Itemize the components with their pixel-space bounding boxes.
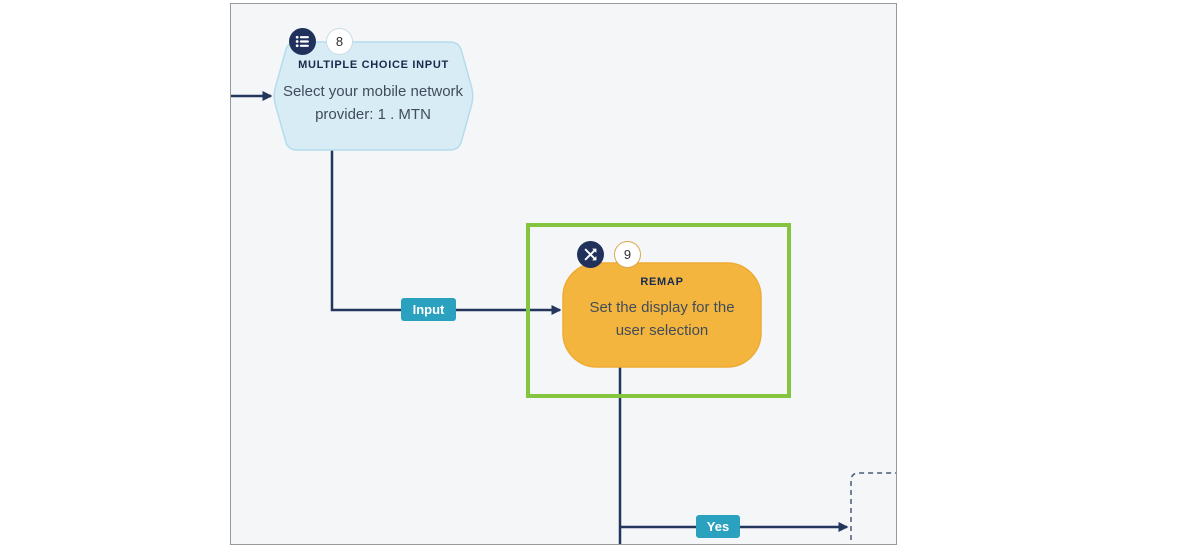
remap-step-badge: 9 [614,241,641,268]
remap-text: Set the display for the user selection [589,299,735,339]
remap-type-label: REMAP [640,276,684,288]
multiple-choice-text: Select your mobile network provider: 1 .… [282,83,464,123]
connector-input[interactable] [330,150,562,315]
list-icon [289,28,316,55]
multiple-choice-step-badge: 8 [326,28,353,55]
selection-outline [526,223,791,398]
placeholder-node-outline[interactable] [850,472,896,540]
remap-node-shape[interactable] [562,262,762,368]
shuffle-icon [577,241,604,268]
connector-label-input[interactable]: Input [401,298,456,321]
multiple-choice-type-label: MULTIPLE CHOICE INPUT [298,59,449,71]
connector-label-yes[interactable]: Yes [696,515,740,538]
connector-layer [231,41,896,544]
flow-canvas[interactable]: MULTIPLE CHOICE INPUT Select your mobile… [230,3,897,545]
